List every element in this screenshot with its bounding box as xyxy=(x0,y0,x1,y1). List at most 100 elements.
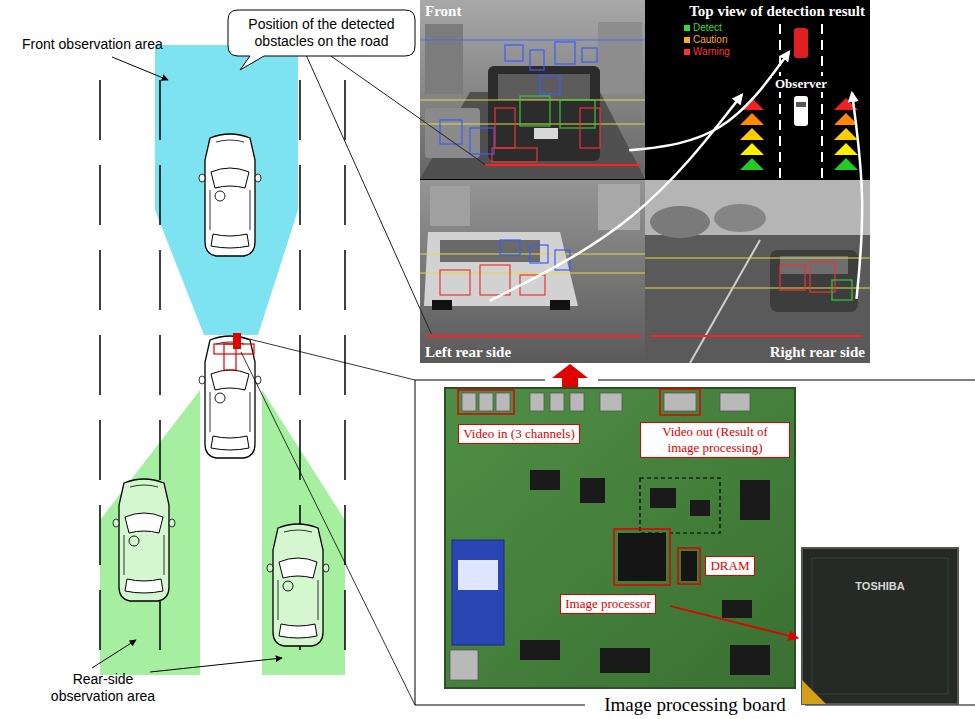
right-rear-camera-image xyxy=(770,250,858,312)
board-bracket xyxy=(415,380,975,705)
leader-line xyxy=(92,57,282,672)
node-label: Position of the detected obstacles on th… xyxy=(236,16,407,50)
leader-line xyxy=(92,640,136,668)
circuit-board-photo xyxy=(681,551,697,581)
chip-photo xyxy=(812,558,948,694)
right-rear-camera-image xyxy=(650,206,710,238)
zoom-line xyxy=(241,337,415,705)
left-rear-camera-image xyxy=(555,250,570,270)
front-camera-image xyxy=(540,76,560,94)
chip-photo xyxy=(802,680,826,704)
signal-arrow xyxy=(552,364,588,388)
left-rear-camera-image xyxy=(440,270,470,295)
rear-side-observation-area xyxy=(262,390,345,675)
front-camera-image xyxy=(492,148,537,162)
top-view-graphic xyxy=(780,24,822,178)
top-view-graphic xyxy=(821,24,823,178)
observation-areas xyxy=(100,45,345,675)
right-rear-camera-image xyxy=(780,265,805,290)
front-camera-image xyxy=(555,42,575,64)
legend-row: Warning xyxy=(684,46,730,58)
chip-photo xyxy=(802,548,958,704)
board-group: Image processing boardVideo in (3 channe… xyxy=(415,380,975,719)
top-view-graphic xyxy=(834,113,858,125)
right-rear-camera-image xyxy=(832,280,852,300)
left-rear-camera-image xyxy=(598,184,640,230)
top-view-graphic xyxy=(796,102,806,107)
top-view-graphic xyxy=(779,24,781,178)
circuit-board-photo xyxy=(664,393,696,411)
right-rear-camera-image xyxy=(810,262,835,292)
camera-view-panel: Left rear side xyxy=(420,180,645,363)
right-rear-camera-image xyxy=(650,335,862,337)
front-camera-image xyxy=(425,24,463,94)
front-car xyxy=(199,134,261,256)
flow-arrow xyxy=(852,93,862,299)
legend-swatch xyxy=(684,37,690,43)
top-view-panel: Top view of detection resultObserver xyxy=(645,0,870,179)
legend-text: Detect xyxy=(693,22,722,33)
circuit-board-photo xyxy=(740,480,770,520)
left-rear-camera-image xyxy=(500,240,570,270)
part-label-box: Image processor xyxy=(560,594,656,614)
front-camera-image xyxy=(420,124,645,125)
circuit-board-photo xyxy=(618,533,666,581)
front-camera-image xyxy=(580,108,600,148)
legend: DetectCautionWarning xyxy=(684,22,730,58)
leader-connector xyxy=(307,56,432,334)
rear-right-car xyxy=(267,524,329,646)
left-rear-camera-image xyxy=(440,265,545,295)
node-label: Image processing board xyxy=(596,695,794,715)
car xyxy=(113,134,329,646)
circuit-board-photo xyxy=(690,500,710,516)
callout-bubble: Position of the detected obstacles on th… xyxy=(228,10,415,56)
node-label: Top view of detection result xyxy=(689,2,865,20)
right-rear-camera-image xyxy=(714,204,766,232)
circuit-board-photo xyxy=(445,388,795,688)
display-screen xyxy=(420,0,870,363)
front-camera-image xyxy=(425,108,480,158)
right-rear-camera-image xyxy=(780,262,835,292)
circuit-board-photo xyxy=(600,648,650,673)
left-rear-camera-image xyxy=(426,335,640,337)
pointer-arrow xyxy=(670,606,798,638)
left-rear-camera-image xyxy=(420,273,645,274)
top-view-graphic xyxy=(740,158,764,170)
chip-marking-holder: TOSHIBA xyxy=(845,580,915,593)
front-camera-image xyxy=(420,100,645,101)
circuit-board-photo xyxy=(720,393,750,411)
board-bracket xyxy=(598,380,975,381)
front-camera-image xyxy=(520,96,595,128)
top-view-graphic xyxy=(794,28,808,58)
display-screen xyxy=(420,0,870,363)
circuit-board-photo xyxy=(580,478,605,503)
front-camera-image xyxy=(440,42,597,154)
top-view-graphic xyxy=(740,24,858,178)
front-camera-image xyxy=(420,40,645,41)
circuit-board-photo xyxy=(678,548,700,584)
callout-bubble-outline xyxy=(228,10,415,70)
front-camera-image xyxy=(420,0,645,179)
front-camera-image xyxy=(530,50,544,70)
right-rear-camera-image xyxy=(645,258,870,259)
leader-line xyxy=(150,658,282,672)
front-camera-image xyxy=(492,108,600,162)
left-rear-camera-image xyxy=(480,265,510,295)
circuit-board-photo xyxy=(570,393,584,411)
lane-line xyxy=(99,80,101,662)
zoom-line xyxy=(241,337,415,380)
circuit-board-photo xyxy=(650,488,676,508)
left-rear-camera-image xyxy=(550,300,570,310)
left-rear-camera-image xyxy=(420,180,645,363)
front-camera-image xyxy=(520,96,550,126)
circuit-board-photo xyxy=(450,650,478,680)
left-rear-camera-image xyxy=(420,254,645,255)
circuit-board-photo xyxy=(520,470,770,675)
zoom-line xyxy=(241,352,415,705)
top-view-graphic xyxy=(740,128,764,140)
node-label: Front xyxy=(425,2,461,20)
node-label: Video out (Result of image processing) xyxy=(645,424,785,456)
circuit-board-photo xyxy=(458,560,498,590)
